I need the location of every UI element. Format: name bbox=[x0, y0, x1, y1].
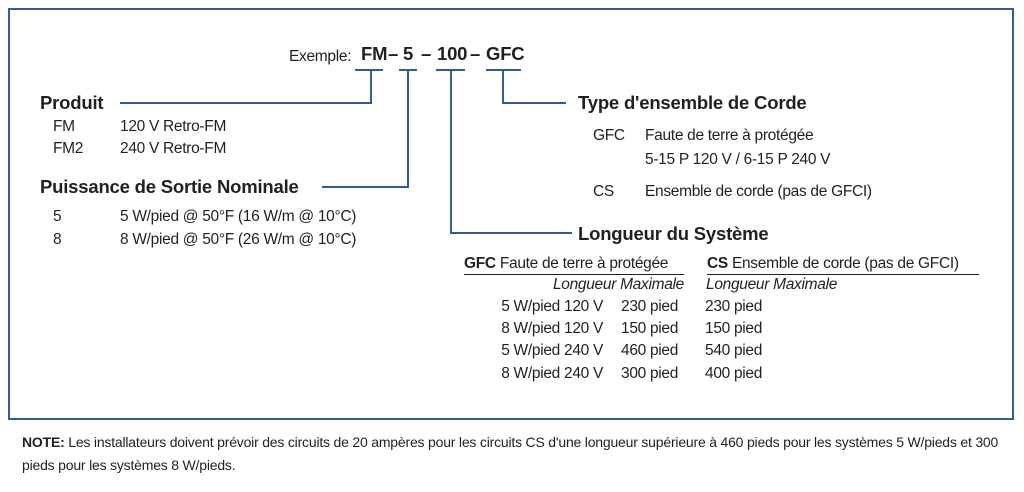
type-title: Type d'ensemble de Corde bbox=[578, 92, 807, 113]
example-sep: – bbox=[421, 43, 432, 64]
row-label: 5 W/pied 120 V bbox=[501, 298, 603, 315]
example-sep: – bbox=[470, 43, 481, 64]
row-cs-value: 400 pied bbox=[705, 365, 763, 382]
puissance-desc: 8 W/pied @ 50°F (26 W/m @ 10°C) bbox=[120, 231, 357, 248]
example-sep: – bbox=[388, 43, 399, 64]
type-desc: Faute de terre à protégée bbox=[645, 127, 814, 144]
produit-code: FM2 bbox=[53, 140, 84, 157]
note-text: Les installateurs doivent prévoir des ci… bbox=[22, 434, 999, 473]
puissance-desc: 5 W/pied @ 50°F (16 W/m @ 10°C) bbox=[120, 208, 357, 225]
gfc-code: GFC bbox=[464, 255, 496, 272]
example-part-product: FM bbox=[361, 43, 388, 64]
puissance-code: 5 bbox=[53, 208, 62, 225]
example-part-cord: GFC bbox=[486, 43, 525, 64]
example-label: Exemple: bbox=[289, 48, 352, 65]
produit-title: Produit bbox=[40, 92, 104, 113]
connector-line bbox=[120, 102, 372, 104]
example-part-power: 5 bbox=[403, 43, 414, 64]
gfc-text: Faute de terre à protégée bbox=[499, 255, 669, 272]
produit-desc: 120 V Retro-FM bbox=[120, 118, 227, 135]
cs-subheader: Longueur Maximale bbox=[706, 276, 838, 293]
type-code: GFC bbox=[593, 127, 625, 144]
row-label: 5 W/pied 240 V bbox=[501, 342, 603, 359]
connector-line bbox=[502, 102, 566, 104]
connector-line bbox=[450, 232, 572, 234]
cs-code: CS bbox=[707, 255, 728, 272]
note: NOTE: Les installateurs doivent prévoir … bbox=[22, 431, 1012, 477]
connector-line bbox=[370, 69, 372, 104]
row-gfc-value: 460 pied bbox=[621, 342, 679, 359]
example-part-length: 100 bbox=[437, 43, 468, 64]
puissance-title: Puissance de Sortie Nominale bbox=[40, 176, 299, 197]
connector-line bbox=[355, 69, 383, 71]
row-gfc-value: 230 pied bbox=[621, 298, 679, 315]
gfc-subheader: Longueur Maximale bbox=[552, 276, 684, 293]
connector-line bbox=[407, 69, 409, 188]
type-desc: Ensemble de corde (pas de GFCI) bbox=[645, 183, 872, 200]
type-desc-2: 5-15 P 120 V / 6-15 P 240 V bbox=[645, 151, 831, 168]
cs-text: Ensemble de corde (pas de GFCI) bbox=[731, 255, 959, 272]
gfc-column-header: GFC Faute de terre à protégée bbox=[464, 255, 684, 275]
row-gfc-value: 300 pied bbox=[621, 365, 679, 382]
cs-column-header: CS Ensemble de corde (pas de GFCI) bbox=[707, 255, 979, 275]
row-cs-value: 230 pied bbox=[705, 298, 763, 315]
produit-code: FM bbox=[53, 118, 75, 135]
connector-line bbox=[502, 69, 504, 104]
row-label: 8 W/pied 120 V bbox=[501, 320, 603, 337]
row-gfc-value: 150 pied bbox=[621, 320, 679, 337]
connector-line bbox=[450, 69, 452, 234]
puissance-code: 8 bbox=[53, 231, 62, 248]
note-label: NOTE: bbox=[22, 434, 65, 450]
row-cs-value: 540 pied bbox=[705, 342, 763, 359]
row-label: 8 W/pied 240 V bbox=[501, 365, 603, 382]
row-cs-value: 150 pied bbox=[705, 320, 763, 337]
connector-line bbox=[322, 186, 409, 188]
longueur-title: Longueur du Système bbox=[578, 223, 769, 244]
produit-desc: 240 V Retro-FM bbox=[120, 140, 227, 157]
diagram-frame bbox=[8, 8, 1014, 420]
type-code: CS bbox=[593, 183, 614, 200]
